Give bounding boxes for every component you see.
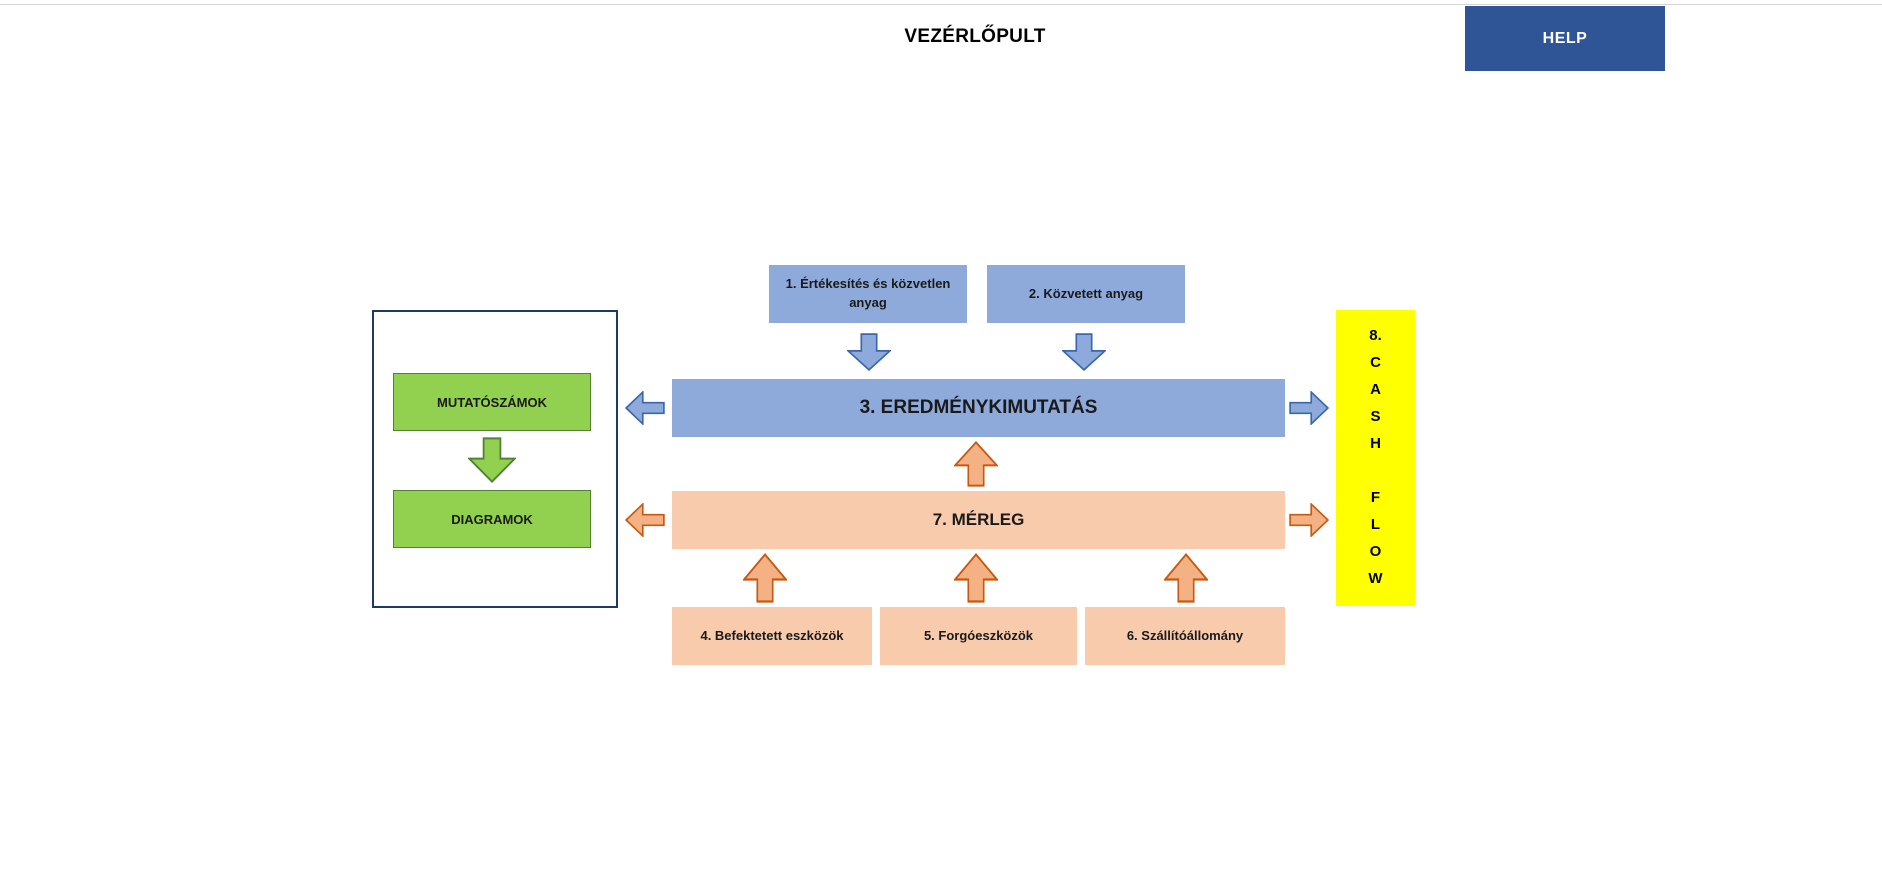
cash-flow-line: F [1370,489,1381,506]
cash-flow-line: 8. [1369,327,1382,344]
cash-flow-box[interactable]: 8. C A S H F L O W [1336,310,1415,606]
cash-flow-line: W [1368,570,1383,587]
orange-up-arrow-mid-icon [954,441,998,487]
suppliers-box[interactable]: 6. Szállítóállomány [1085,607,1285,665]
blue-down-arrow-2-icon [1062,333,1106,371]
balance-sheet-bar[interactable]: 7. MÉRLEG [672,491,1285,549]
cash-flow-line: L [1370,516,1381,533]
current-assets-box[interactable]: 5. Forgóeszközök [880,607,1077,665]
cash-flow-line: H [1370,435,1381,452]
cash-flow-line [1336,457,1415,484]
income-statement-bar[interactable]: 3. EREDMÉNYKIMUTATÁS [672,379,1285,437]
orange-right-arrow-icon [1289,503,1329,537]
blue-right-arrow-icon [1289,391,1329,425]
orange-up-arrow-3-icon [1164,553,1208,603]
left-panel-outline [372,310,618,608]
invested-assets-box[interactable]: 4. Befektetett eszközök [672,607,872,665]
sales-direct-material-box[interactable]: 1. Értékesítés és közvetlen anyag [769,265,967,323]
blue-left-arrow-icon [625,391,665,425]
cash-flow-line: O [1369,543,1382,560]
mutatoszamok-button[interactable]: MUTATÓSZÁMOK [393,373,591,431]
help-button[interactable]: HELP [1465,6,1665,71]
cash-flow-line: A [1370,381,1381,398]
orange-left-arrow-icon [625,503,665,537]
cash-flow-line: S [1370,408,1381,425]
orange-up-arrow-1-icon [743,553,787,603]
window-top-divider [0,4,1882,5]
orange-up-arrow-2-icon [954,553,998,603]
blue-down-arrow-1-icon [847,333,891,371]
cash-flow-line: C [1370,354,1381,371]
indirect-material-box[interactable]: 2. Közvetett anyag [987,265,1185,323]
diagramok-button[interactable]: DIAGRAMOK [393,490,591,548]
page-title: VEZÉRLŐPULT [904,26,1046,47]
green-down-arrow-icon [468,437,516,483]
